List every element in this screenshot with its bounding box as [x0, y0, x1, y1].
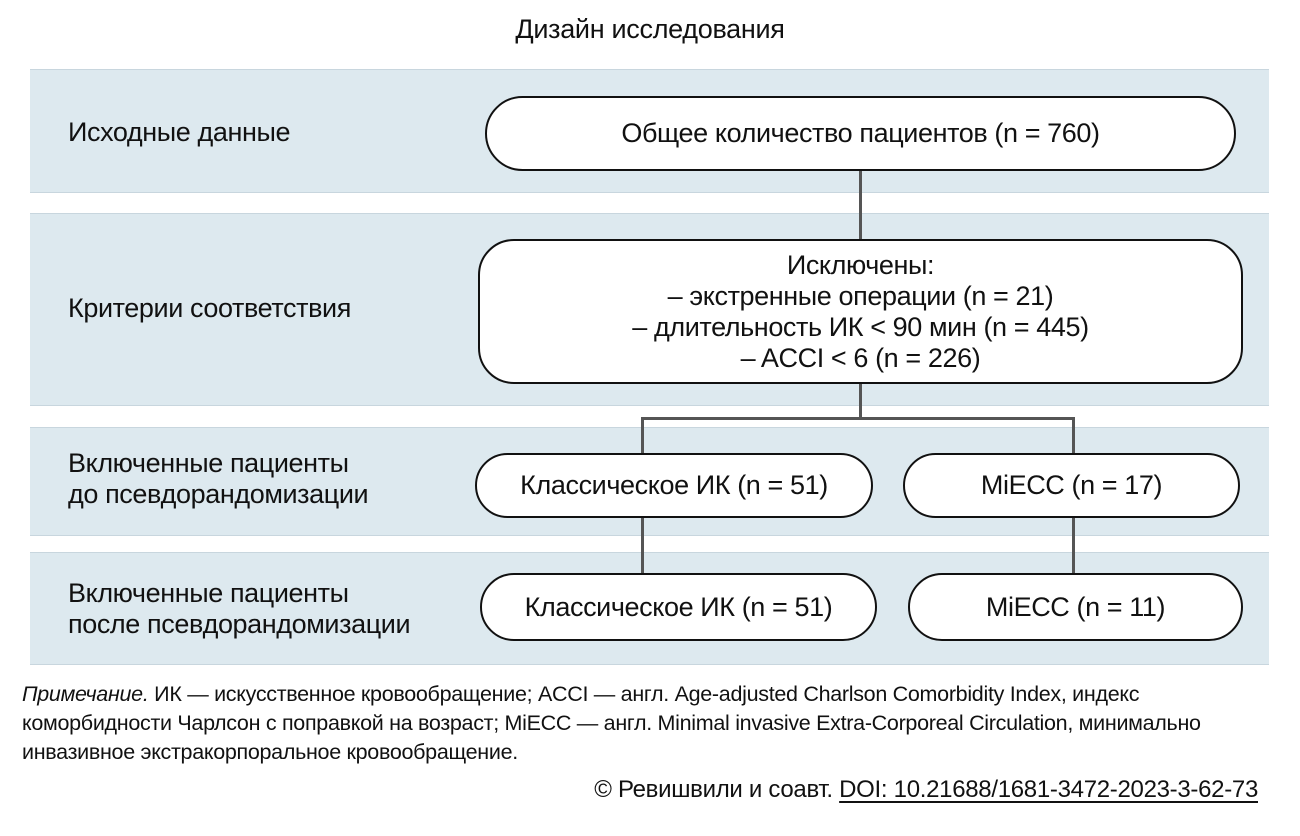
footnote-label: Примечание. — [22, 682, 149, 706]
box-total-patients: Общее количество пациентов (n = 760) — [485, 96, 1236, 171]
row-label-eligibility: Критерии соответствия — [68, 293, 351, 323]
box-classic-after: Классическое ИК (n = 51) — [480, 573, 877, 641]
excluded-heading: Исключены: — [786, 249, 935, 280]
row-label-source: Исходные данные — [68, 117, 291, 147]
connector-miecc-before-after — [1072, 517, 1075, 574]
box-excluded: Исключены: – экстренные операции (n = 21… — [478, 239, 1243, 384]
credit-authors: © Ревишвили и соавт. — [594, 776, 833, 803]
credit: © Ревишвили и соавт. DOI: 10.21688/1681-… — [594, 776, 1258, 804]
box-miecc-after: MiECC (n = 11) — [908, 573, 1243, 641]
box-classic-before: Классическое ИК (n = 51) — [475, 453, 873, 518]
connector-classic-before-after — [641, 517, 644, 574]
footnote: Примечание. ИК — искусственное кровообра… — [22, 680, 1272, 767]
excluded-item: – длительность ИК < 90 мин (n = 445) — [632, 311, 1089, 342]
connector-split-horizontal — [641, 417, 1075, 420]
diagram-title: Дизайн исследования — [515, 14, 785, 44]
box-miecc-before: MiECC (n = 17) — [903, 453, 1240, 518]
connector-to-miecc-before — [1072, 417, 1075, 454]
row-label-before-matching: Включенные пациенты до псевдорандомизаци… — [68, 448, 369, 509]
connector-to-classic-before — [641, 417, 644, 454]
row-label-after-matching: Включенные пациенты после псевдорандомиз… — [68, 578, 411, 639]
excluded-item: – экстренные операции (n = 21) — [667, 280, 1054, 311]
connector-excluded-down — [859, 383, 862, 420]
footnote-text: ИК — искусственное кровообращение; ACCI … — [22, 682, 1201, 764]
excluded-item: – ACCI < 6 (n = 226) — [740, 342, 981, 373]
connector-total-to-excluded — [859, 170, 862, 240]
doi-link[interactable]: DOI: 10.21688/1681-3472-2023-3-62-73 — [839, 776, 1258, 803]
